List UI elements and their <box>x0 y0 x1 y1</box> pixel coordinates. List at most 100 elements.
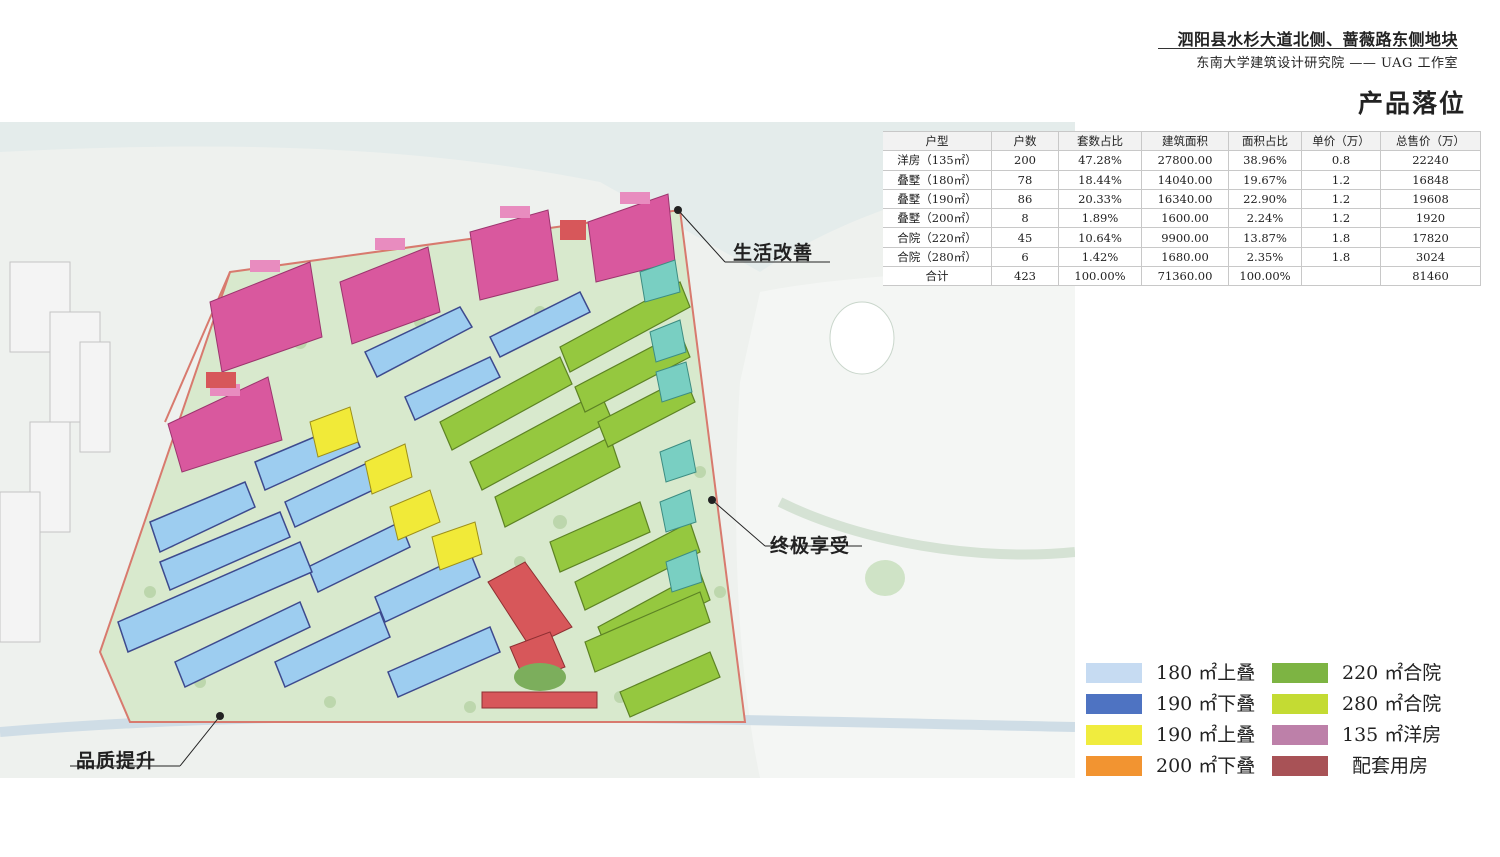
townhouse-rows <box>117 290 592 698</box>
amenity-block <box>560 220 586 240</box>
table-header: 总售价（万） <box>1380 130 1481 152</box>
table-row: 洋房（135㎡） 200 47.28% 27800.00 38.96% 0.8 … <box>883 150 1481 171</box>
callout-dot-bottom <box>216 712 224 720</box>
callout-leader-bottom <box>179 715 221 767</box>
table-cell: 合院（220㎡） <box>883 227 992 248</box>
tower-buildings <box>167 193 676 473</box>
table-cell: 1.89% <box>1058 208 1142 229</box>
table-cell: 47.28% <box>1058 150 1142 171</box>
callout-bottom: 品质提升 <box>76 750 157 772</box>
table-cell: 1.2 <box>1301 189 1381 210</box>
table-cell: 0.8 <box>1301 150 1381 171</box>
table-cell: 423 <box>991 266 1059 287</box>
legend-label: 180 ㎡上叠 <box>1156 662 1256 684</box>
table-cell: 8 <box>991 208 1059 229</box>
table-row: 合院（280㎡） 6 1.42% 1680.00 2.35% 1.8 3024 <box>883 247 1481 268</box>
callout-leader-top <box>677 209 726 263</box>
table-cell: 2.24% <box>1228 208 1302 229</box>
amenity-garden <box>514 663 566 691</box>
table-cell: 1.8 <box>1301 247 1381 268</box>
teal-villas <box>639 259 703 593</box>
table-cell: 16340.00 <box>1141 189 1229 210</box>
table-cell: 19.67% <box>1228 170 1302 190</box>
table-cell: 100.00% <box>1058 266 1142 287</box>
table-cell: 71360.00 <box>1141 266 1229 287</box>
table-total-row: 合计 423 100.00% 71360.00 100.00% 81460 <box>883 266 1481 287</box>
table-cell: 10.64% <box>1058 227 1142 248</box>
table-cell: 1.42% <box>1058 247 1142 268</box>
table-cell: 81460 <box>1380 266 1481 287</box>
table-row: 合院（220㎡） 45 10.64% 9900.00 13.87% 1.8 17… <box>883 227 1481 248</box>
legend-label: 配套用房 <box>1352 755 1429 777</box>
table-cell: 1.2 <box>1301 208 1381 229</box>
table-cell: 9900.00 <box>1141 227 1229 248</box>
table-row: 叠墅（200㎡） 8 1.89% 1600.00 2.24% 1.2 1920 <box>883 208 1481 229</box>
table-cell: 27800.00 <box>1141 150 1229 171</box>
table-cell: 16848 <box>1380 170 1481 190</box>
table-cell: 22.90% <box>1228 189 1302 210</box>
table-cell: 20.33% <box>1058 189 1142 210</box>
amenity-block <box>206 372 236 388</box>
table-header: 建筑面积 <box>1141 130 1229 152</box>
legend-label: 280 ㎡合院 <box>1342 693 1442 715</box>
table-cell <box>1301 266 1381 287</box>
table-cell: 86 <box>991 189 1059 210</box>
legend-swatch <box>1086 725 1142 745</box>
table-cell: 14040.00 <box>1141 170 1229 190</box>
legend-swatch <box>1272 756 1328 776</box>
table-row: 叠墅（190㎡） 86 20.33% 16340.00 22.90% 1.2 1… <box>883 189 1481 210</box>
table-cell: 19608 <box>1380 189 1481 210</box>
table-row: 叠墅（180㎡） 78 18.44% 14040.00 19.67% 1.2 1… <box>883 170 1481 190</box>
table-cell: 2.35% <box>1228 247 1302 268</box>
callout-right: 终极享受 <box>770 535 851 557</box>
table-cell: 17820 <box>1380 227 1481 248</box>
table-cell: 100.00% <box>1228 266 1302 287</box>
table-cell: 合计 <box>883 266 992 287</box>
table-cell: 6 <box>991 247 1059 268</box>
table-header: 套数占比 <box>1058 130 1142 152</box>
legend-label: 190 ㎡上叠 <box>1156 724 1256 746</box>
table-cell: 78 <box>991 170 1059 190</box>
legend-label: 200 ㎡下叠 <box>1156 755 1256 777</box>
table-cell: 13.87% <box>1228 227 1302 248</box>
park-path <box>777 497 1075 560</box>
table-cell: 200 <box>991 150 1059 171</box>
legend-label: 220 ㎡合院 <box>1342 662 1442 684</box>
header-subtitle: 东南大学建筑设计研究院 —— UAG 工作室 <box>1196 56 1458 71</box>
river <box>0 122 1075 272</box>
legend-label: 135 ㎡洋房 <box>1342 724 1442 746</box>
legend-label: 190 ㎡下叠 <box>1156 693 1256 715</box>
table-cell: 18.44% <box>1058 170 1142 190</box>
yellow-units <box>309 406 483 571</box>
table-cell: 洋房（135㎡） <box>883 150 992 171</box>
table-header: 户型 <box>883 130 992 152</box>
table-cell: 合院（280㎡） <box>883 247 992 268</box>
table-cell: 38.96% <box>1228 150 1302 171</box>
table-cell: 1920 <box>1380 208 1481 229</box>
page-title: 产品落位 <box>1357 89 1466 118</box>
site-boundary-ext <box>164 271 231 423</box>
green-circle <box>865 560 905 596</box>
table-cell: 1680.00 <box>1141 247 1229 268</box>
table-cell: 1600.00 <box>1141 208 1229 229</box>
legend-swatch <box>1086 663 1142 683</box>
legend-swatch <box>1272 725 1328 745</box>
callout-leader-right <box>711 499 766 547</box>
table-cell: 45 <box>991 227 1059 248</box>
callout-dot-right <box>708 496 716 504</box>
legend-swatch <box>1086 694 1142 714</box>
table-header-row: 户型 户数 套数占比 建筑面积 面积占比 单价（万） 总售价（万） <box>883 130 1481 152</box>
unit-table: 户型 户数 套数占比 建筑面积 面积占比 单价（万） 总售价（万） 洋房（135… <box>883 130 1481 287</box>
legend-swatch <box>1272 694 1328 714</box>
table-header: 单价（万） <box>1301 130 1381 152</box>
neighbor-buildings <box>0 261 111 643</box>
callout-dot-top <box>674 206 682 214</box>
legend-swatch <box>1272 663 1328 683</box>
table-cell: 叠墅（190㎡） <box>883 189 992 210</box>
pond <box>829 301 895 375</box>
header-title: 泗阳县水杉大道北侧、蔷薇路东侧地块 <box>1177 30 1458 49</box>
table-cell: 1.2 <box>1301 170 1381 190</box>
table-header: 户数 <box>991 130 1059 152</box>
callout-top: 生活改善 <box>733 242 814 264</box>
table-cell: 叠墅（180㎡） <box>883 170 992 190</box>
